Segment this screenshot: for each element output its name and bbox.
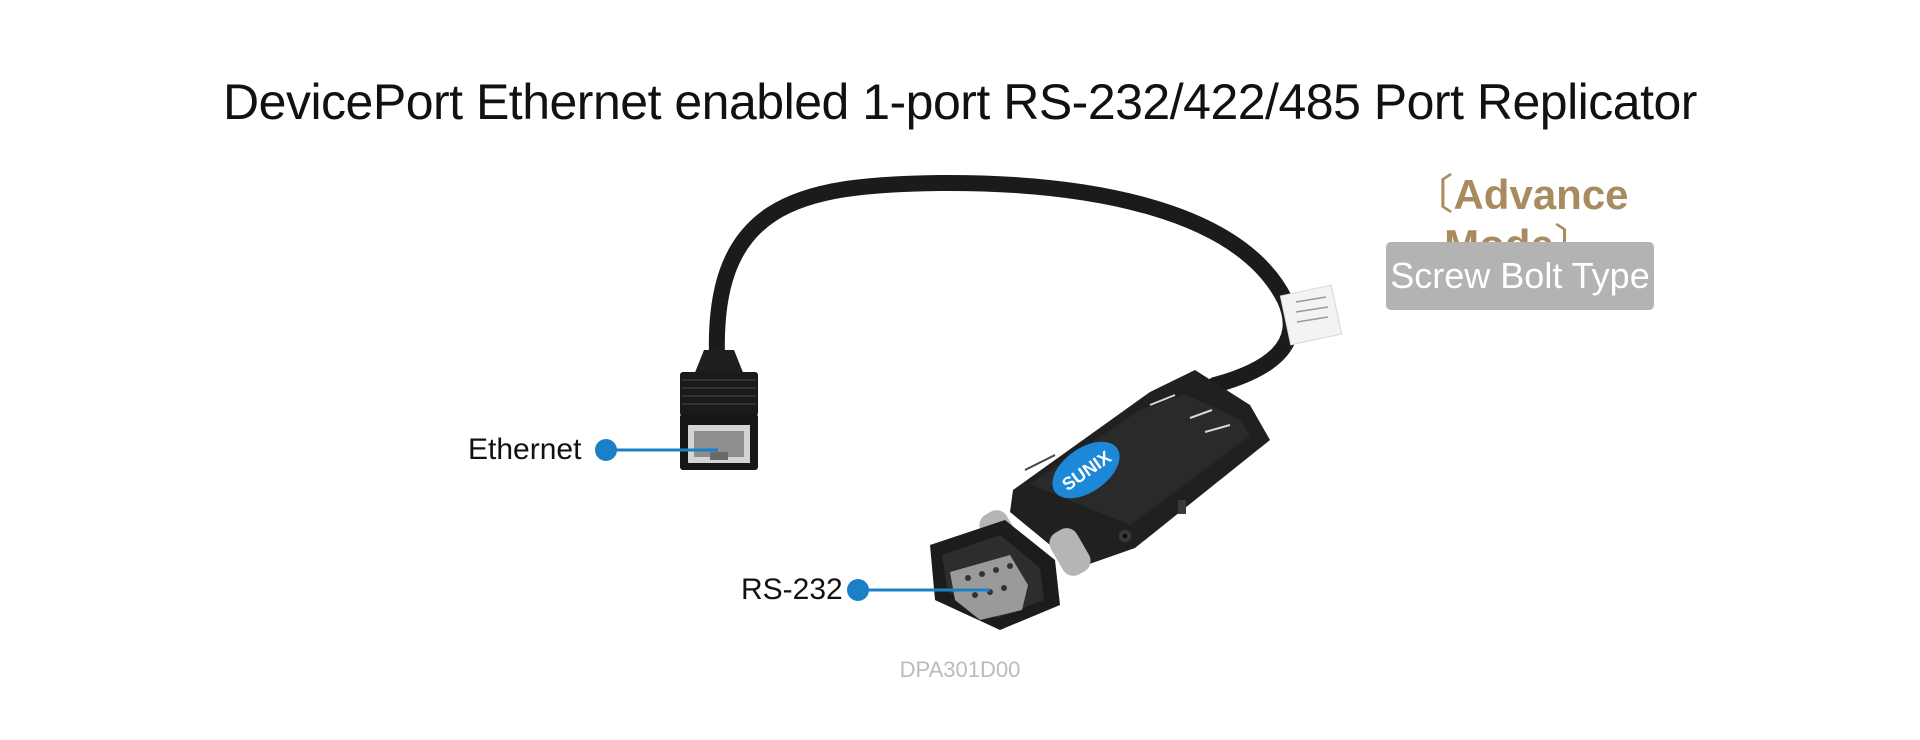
- page-title: DevicePort Ethernet enabled 1-port RS-23…: [223, 74, 1697, 130]
- ethernet-connector: [680, 350, 758, 470]
- rs232-connector: [930, 510, 1091, 630]
- callout-label-ethernet: Ethernet: [468, 433, 582, 466]
- ethernet-cable: [708, 174, 1299, 393]
- callout-dot-icon: [847, 579, 869, 601]
- model-number: DPA301D00: [899, 657, 1021, 682]
- sunix-logo-badge: [1052, 441, 1120, 499]
- screw-bolt-type-badge: Screw Bolt Type: [1386, 242, 1654, 310]
- bracket-left: 〔: [1411, 171, 1454, 218]
- rs232-connector-icon: [950, 555, 1028, 620]
- cable-label-tag: [1279, 284, 1343, 346]
- callout-rs232: [847, 579, 990, 601]
- callout-label-rs232: RS-232: [741, 573, 843, 606]
- callout-dot-icon: [595, 439, 617, 461]
- adapter-body: SUNIX: [1010, 370, 1270, 568]
- callout-ethernet: [595, 439, 718, 461]
